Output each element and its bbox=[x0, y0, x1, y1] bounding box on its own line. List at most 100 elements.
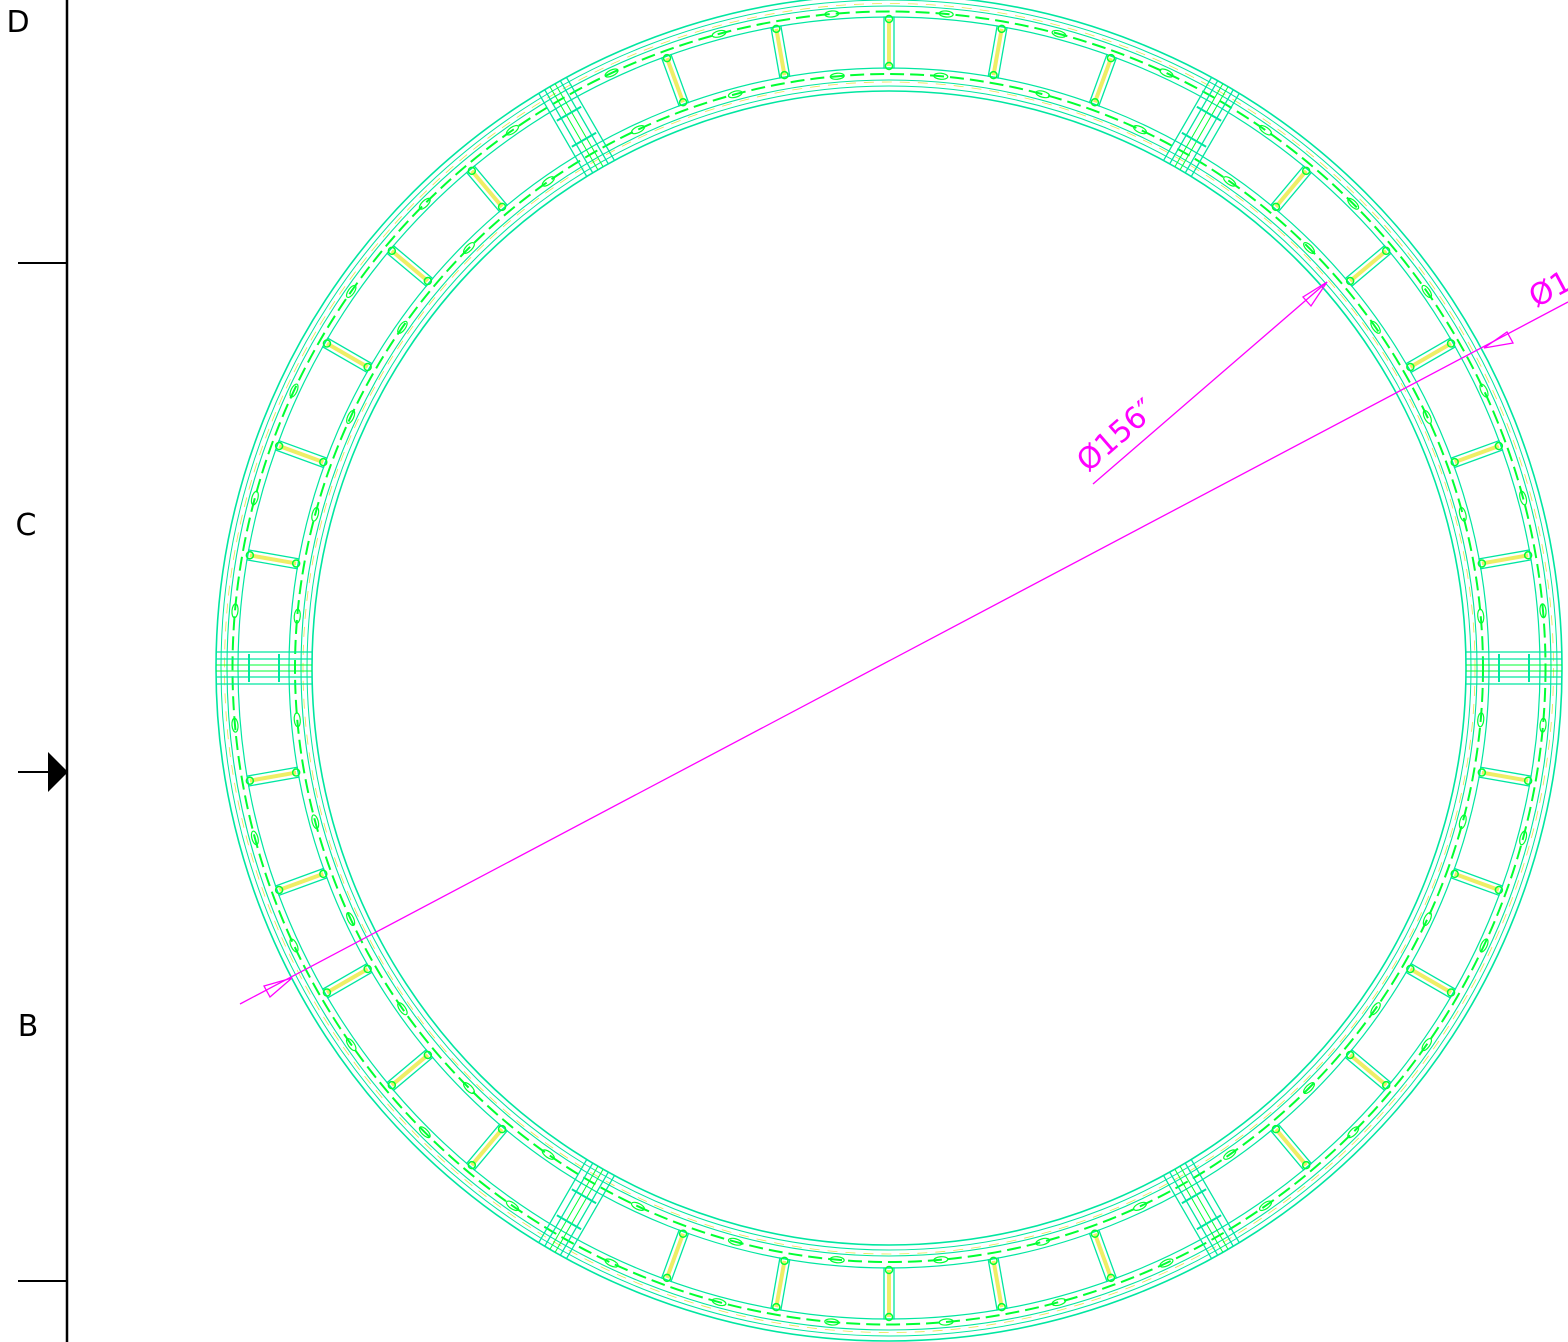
lacing-loop-icon bbox=[311, 814, 320, 830]
strut-node-icon bbox=[387, 246, 397, 256]
radial-strut bbox=[1269, 165, 1313, 213]
radial-strut bbox=[1269, 1123, 1313, 1171]
strut-node-icon bbox=[291, 559, 301, 568]
lacing-loop-icon bbox=[462, 1082, 475, 1095]
lacing-loop-icon bbox=[1035, 1237, 1051, 1246]
radial-strut bbox=[246, 549, 300, 570]
lacing-loop-icon bbox=[938, 10, 954, 18]
splice-plate-edge bbox=[1163, 1175, 1213, 1260]
inner-chord-circle bbox=[300, 79, 1478, 1257]
splice-bolt-icon bbox=[1196, 105, 1222, 122]
strut-node-icon bbox=[884, 61, 894, 71]
strut-node-icon bbox=[387, 1080, 397, 1090]
lacing-loop-icon bbox=[311, 506, 320, 522]
splice-bolt-icon bbox=[571, 131, 597, 148]
dimensions: Ø1 Ø156″ bbox=[239, 264, 1568, 1005]
strut-node-icon bbox=[1494, 885, 1504, 895]
lacing-loop-icon bbox=[250, 830, 259, 846]
strut-node-icon bbox=[1406, 362, 1415, 372]
lacing-loop-icon bbox=[1370, 320, 1381, 334]
splice-plate-edge bbox=[538, 92, 588, 177]
lacing-loop-icon bbox=[1421, 284, 1433, 299]
radial-strut-core bbox=[1481, 770, 1529, 783]
inner-diameter-arrow-icon bbox=[1302, 281, 1328, 308]
radial-strut-core bbox=[325, 967, 369, 995]
radial-strut-core bbox=[1274, 1127, 1308, 1167]
lacing-loop-icon bbox=[1132, 1201, 1148, 1211]
lacing-loop-icon bbox=[345, 1037, 357, 1052]
lacing-loop-icon bbox=[289, 383, 299, 398]
lacing-loop-icon bbox=[604, 1258, 619, 1268]
lacing-loop-icon bbox=[933, 1256, 949, 1264]
splice-bolt-icon bbox=[1181, 131, 1207, 148]
strut-node-icon bbox=[780, 70, 789, 80]
strut-node-icon bbox=[1090, 1229, 1100, 1238]
lacing-loop-icon bbox=[1458, 506, 1467, 522]
lacing-loop-icon bbox=[418, 1126, 431, 1139]
radial-strut bbox=[1478, 766, 1532, 787]
radial-strut-core bbox=[1409, 967, 1453, 995]
radial-strut bbox=[1478, 549, 1532, 570]
strut-node-icon bbox=[772, 24, 781, 34]
lacing-loop-icon bbox=[1479, 938, 1489, 953]
strut-node-icon bbox=[1090, 98, 1100, 107]
radial-strut bbox=[246, 766, 300, 787]
splice-plate-edge bbox=[544, 89, 594, 174]
lacing-loop-icon bbox=[541, 176, 555, 187]
strut-node-icon bbox=[1450, 457, 1459, 467]
splice-bolt-icon bbox=[556, 105, 582, 122]
radial-strut bbox=[386, 1048, 434, 1092]
strut-node-icon bbox=[497, 1124, 507, 1134]
radial-strut-core bbox=[470, 169, 504, 209]
strut-node-icon bbox=[884, 1265, 894, 1275]
lacing-loop-icon bbox=[1159, 1258, 1174, 1268]
radial-strut-core bbox=[1454, 872, 1500, 892]
strut-node-icon bbox=[274, 441, 284, 451]
lacing-loop-icon bbox=[1519, 830, 1528, 846]
strut-node-icon bbox=[1345, 276, 1355, 286]
strut-node-icon bbox=[319, 869, 328, 879]
splice-bolt-line bbox=[549, 1165, 599, 1250]
radial-strut-core bbox=[390, 1053, 430, 1087]
strut-node-icon bbox=[1406, 964, 1415, 974]
lacing-loop-icon bbox=[346, 409, 356, 425]
splice-bolt-icon bbox=[1181, 1188, 1207, 1205]
radial-strut-core bbox=[278, 444, 324, 464]
strut-node-icon bbox=[989, 1256, 998, 1266]
strut-node-icon bbox=[780, 1256, 789, 1266]
radial-strut-core bbox=[390, 249, 430, 283]
lacing-loop-icon bbox=[1347, 197, 1360, 210]
lacing-loop-icon bbox=[293, 712, 301, 728]
splice-plate-edge bbox=[544, 1162, 594, 1247]
lacing-loop-icon bbox=[1519, 490, 1528, 506]
zone-label-d: D bbox=[6, 5, 29, 40]
lacing-loop-icon bbox=[824, 10, 840, 18]
splice-bolt-line bbox=[554, 1168, 604, 1253]
radial-strut bbox=[770, 25, 791, 79]
radial-strut bbox=[770, 1257, 791, 1311]
outer-chord-centerline bbox=[231, 10, 1547, 1326]
splice-bolt-icon bbox=[1196, 1214, 1222, 1231]
radial-strut-core bbox=[991, 1260, 1004, 1308]
strut-node-icon bbox=[1477, 559, 1487, 568]
lacing-loop-icon bbox=[250, 490, 259, 506]
zone-label-b: B bbox=[18, 1009, 39, 1044]
radial-strut-core bbox=[1348, 1053, 1388, 1087]
radial-strut bbox=[1450, 867, 1504, 897]
strut-node-icon bbox=[1301, 166, 1311, 176]
lacing-loop-icon bbox=[345, 284, 357, 299]
splice-plate-edge bbox=[538, 1159, 588, 1244]
radial-strut-core bbox=[1274, 169, 1308, 209]
splice-bolt-line bbox=[1174, 83, 1224, 168]
splice-bolt-icon bbox=[556, 1214, 582, 1231]
strut-node-icon bbox=[1523, 551, 1533, 560]
outer-chord-circle bbox=[215, 0, 1563, 1342]
radial-strut-core bbox=[470, 1127, 504, 1167]
radial-strut-core bbox=[249, 770, 297, 783]
radial-strut-core bbox=[1454, 444, 1500, 464]
inner-chord-hidden-line bbox=[302, 81, 1476, 1255]
lacing-loop-icon bbox=[1370, 1002, 1381, 1016]
lacing-loop-icon bbox=[824, 1318, 840, 1326]
lacing-loop-icon bbox=[727, 90, 743, 99]
radial-strut-core bbox=[1093, 57, 1113, 103]
